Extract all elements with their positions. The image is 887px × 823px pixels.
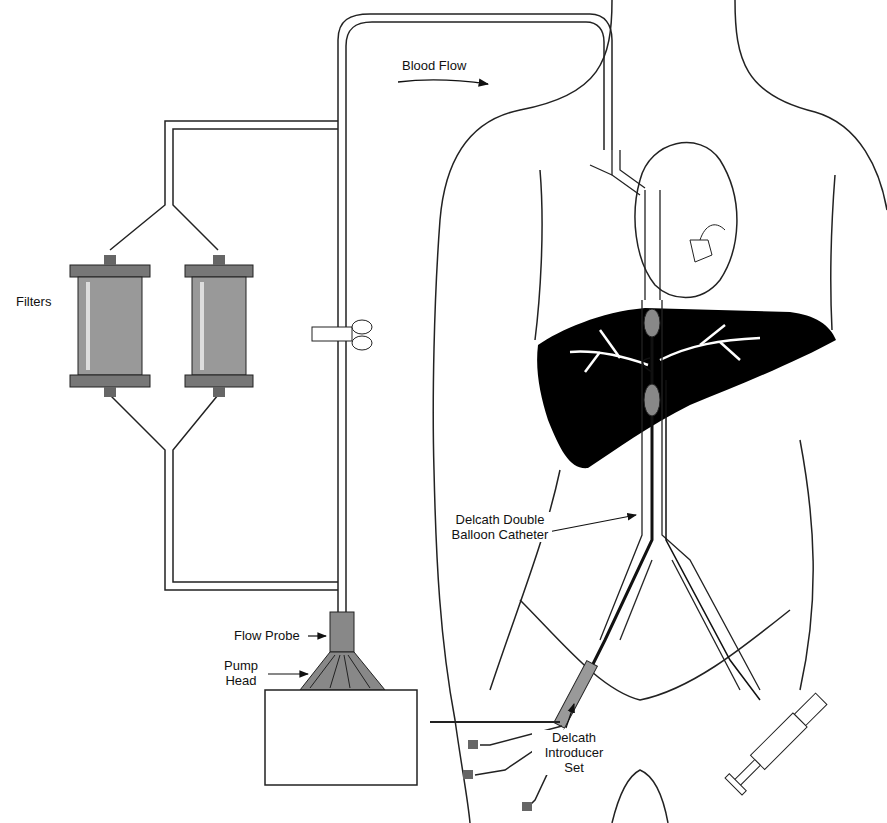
pump: [265, 652, 417, 785]
double-balloon-catheter: [580, 309, 760, 700]
introducer-label: Delcath Introducer Set: [532, 730, 616, 775]
hepatic-veins: [570, 325, 760, 372]
flow-probe: [330, 612, 354, 652]
syringe: [725, 690, 830, 795]
catheter-label: Delcath Double Balloon Catheter: [448, 512, 552, 542]
heart: [635, 143, 737, 298]
pump-head-label: Pump Head: [216, 658, 266, 688]
filters: [70, 255, 253, 397]
flow-arrow: [398, 80, 488, 84]
body-outline: [433, 0, 887, 823]
flow-probe-label: Flow Probe: [232, 628, 302, 643]
liver: [537, 308, 836, 468]
filters-label: Filters: [14, 294, 53, 309]
tubing: [110, 14, 612, 660]
flow-label: Blood Flow: [400, 58, 468, 73]
clamp: [312, 320, 372, 350]
leader-lines: [268, 515, 636, 728]
vessels: [590, 150, 760, 690]
